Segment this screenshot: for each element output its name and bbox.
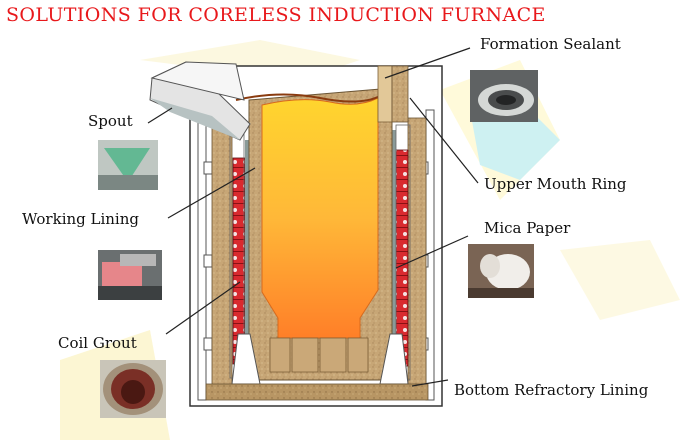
label-mica-paper: Mica Paper: [484, 219, 571, 237]
photo-coil-grout: [100, 360, 166, 418]
spout-top: [150, 61, 245, 101]
photo-spout: [98, 140, 158, 190]
molten-metal: [261, 97, 379, 339]
coil-left: [232, 157, 246, 365]
photo-formation-sealant: [470, 70, 538, 122]
spout-channel: [150, 98, 240, 140]
bottom-refractory: [205, 383, 429, 401]
label-formation-sealant: Formation Sealant: [480, 35, 621, 53]
label-working-lining: Working Lining: [22, 210, 139, 228]
mica-paper-left: [245, 140, 249, 380]
diagram-title: SOLUTIONS FOR CORELESS INDUCTION FURNACE: [6, 4, 546, 26]
label-upper-mouth-ring: Upper Mouth Ring: [484, 175, 627, 193]
upper-mouth-ring: [391, 65, 409, 123]
bottom-blocks: [269, 337, 369, 373]
backup-lining-left: [211, 117, 233, 387]
mica-paper-right: [392, 130, 396, 375]
backup-lining-right: [407, 117, 427, 387]
leader-lines: [147, 47, 479, 387]
photo-mica-paper: [468, 244, 534, 298]
bg-shape-bottom-right: [560, 240, 680, 320]
formation-sealant: [377, 65, 393, 123]
label-bottom-refractory-lining: Bottom Refractory Lining: [454, 381, 649, 399]
photo-working-lining: [98, 250, 162, 300]
label-coil-grout: Coil Grout: [58, 334, 137, 352]
label-spout: Spout: [88, 112, 133, 130]
melt-surface: [235, 93, 381, 103]
